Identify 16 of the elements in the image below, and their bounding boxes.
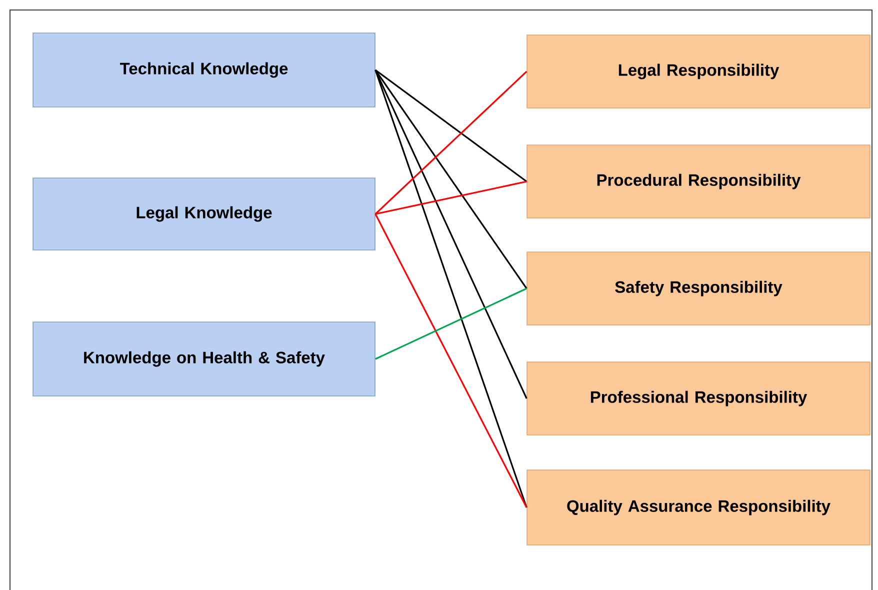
responsibility-box: Legal Responsibility <box>526 34 870 108</box>
knowledge-box: Technical Knowledge <box>32 32 376 108</box>
connector-line <box>375 180 527 215</box>
connector-line <box>374 70 528 508</box>
connector-line <box>374 70 528 215</box>
responsibility-box: Safety Responsibility <box>526 252 870 326</box>
connector-line <box>374 69 528 182</box>
connector-line <box>375 288 527 360</box>
knowledge-box: Legal Knowledge <box>32 178 376 250</box>
knowledge-box: Knowledge on Health & Safety <box>32 322 376 396</box>
connector-line <box>374 214 528 508</box>
responsibility-box: Procedural Responsibility <box>526 144 870 218</box>
responsibility-box: Quality Assurance Responsibility <box>526 470 870 546</box>
responsibility-box: Professional Responsibility <box>526 362 870 436</box>
connector-line <box>374 70 528 399</box>
connector-line <box>374 70 528 289</box>
